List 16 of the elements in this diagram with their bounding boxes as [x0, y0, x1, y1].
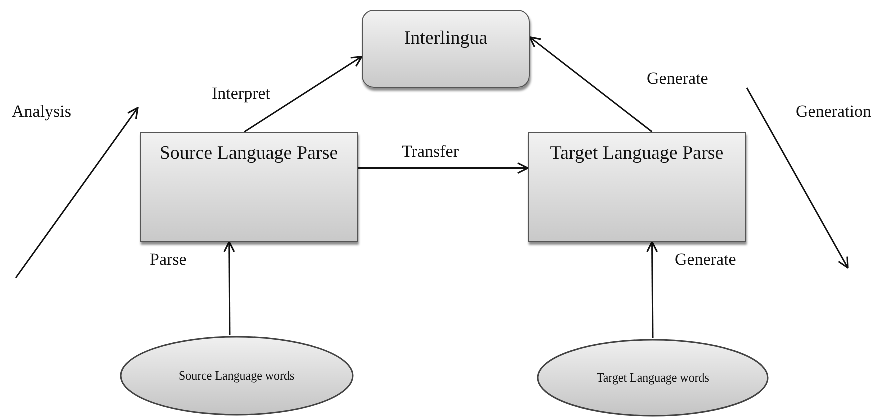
node-label: Target Language Parse [550, 143, 724, 165]
arrow [358, 162, 529, 174]
node-label: Target Language words [596, 370, 710, 386]
arrow [244, 56, 363, 133]
arrow [646, 241, 658, 338]
ellipse-node [120, 335, 354, 417]
rounded-box [362, 10, 530, 88]
process-box [528, 132, 746, 242]
arrow [529, 36, 653, 133]
stage-label: Analysis [10, 102, 74, 122]
node-label: Source Language Parse [160, 143, 338, 165]
node-label: Interlingua [404, 28, 488, 50]
process-box [140, 132, 358, 242]
arrow [224, 241, 236, 335]
node-label: Source Language words [179, 368, 295, 384]
ellipse-node [537, 338, 769, 418]
